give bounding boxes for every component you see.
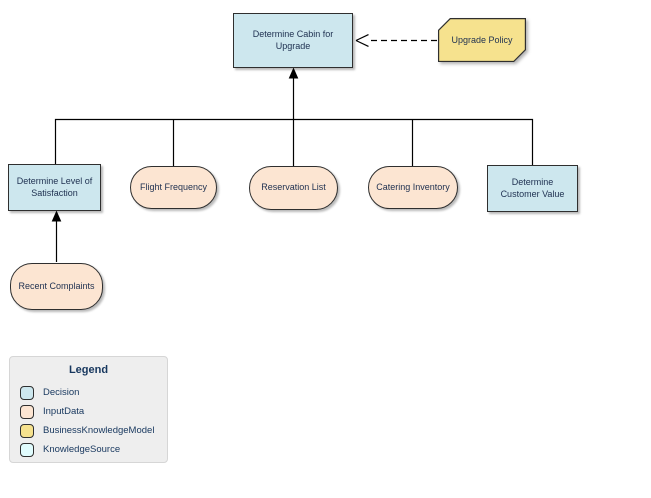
bkm-shape-fill: Upgrade Policy <box>439 19 525 61</box>
knowledge-source-color-swatch <box>20 442 34 457</box>
node-label: Catering Inventory <box>376 181 450 192</box>
connector-information-bus[interactable] <box>54 78 534 167</box>
node-label: Determine Cabin for Upgrade <box>252 28 334 51</box>
input-data-flight-frequency[interactable]: Flight Frequency <box>130 166 217 209</box>
node-label: Recent Complaints <box>18 280 95 291</box>
decision-determine-cabin-for-upgrade[interactable]: Determine Cabin for Upgrade <box>233 13 353 68</box>
business-knowledge-model-upgrade-policy[interactable]: Upgrade Policy <box>438 18 526 62</box>
legend-item-knowledge-source: KnowledgeSource <box>20 440 157 459</box>
business-knowledge-model-color-swatch <box>20 423 34 438</box>
decision-color-swatch <box>20 385 34 400</box>
input-data-reservation-list[interactable]: Reservation List <box>249 166 338 210</box>
node-label: Determine Level of Satisfaction <box>16 175 93 198</box>
node-label: Upgrade Policy <box>451 35 513 45</box>
input-data-catering-inventory[interactable]: Catering Inventory <box>368 166 458 209</box>
legend: Legend Decision InputData BusinessKnowle… <box>9 356 168 463</box>
arrowhead-into-determine-cabin <box>288 67 299 79</box>
legend-item-label: InputData <box>43 406 85 417</box>
arrowhead-into-determine-satisfaction <box>51 210 62 222</box>
legend-title: Legend <box>68 364 109 376</box>
connector-knowledge-requirement[interactable] <box>355 34 437 47</box>
legend-item-label: Decision <box>43 387 80 398</box>
decision-determine-level-of-satisfaction[interactable]: Determine Level of Satisfaction <box>8 164 101 211</box>
node-label: Reservation List <box>261 182 326 193</box>
legend-item-decision: Decision <box>20 383 157 402</box>
input-data-recent-complaints[interactable]: Recent Complaints <box>10 263 103 310</box>
legend-item-label: KnowledgeSource <box>43 444 121 455</box>
legend-item-business-knowledge-model: BusinessKnowledgeModel <box>20 421 157 440</box>
node-label: Determine Customer Value <box>500 176 565 199</box>
input-data-color-swatch <box>20 404 34 419</box>
decision-determine-customer-value[interactable]: Determine Customer Value <box>487 165 578 212</box>
legend-item-input-data: InputData <box>20 402 157 421</box>
node-label: Flight Frequency <box>139 181 208 192</box>
legend-item-label: BusinessKnowledgeModel <box>43 425 155 436</box>
